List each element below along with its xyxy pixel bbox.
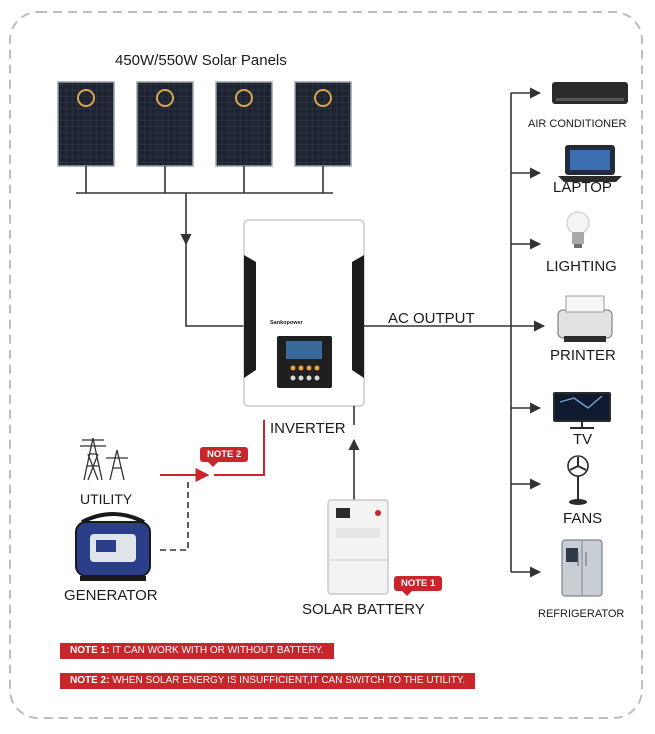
ac-output-wiring bbox=[364, 87, 546, 578]
note-1-text: IT CAN WORK WITH OR WITHOUT BATTERY. bbox=[109, 645, 324, 656]
note-2-text: WHEN SOLAR ENERGY IS INSUFFICIENT,IT CAN… bbox=[109, 675, 466, 686]
note-2-prefix: NOTE 2: bbox=[70, 675, 110, 686]
utility-label: UTILITY bbox=[80, 491, 133, 507]
light-bulb-icon bbox=[566, 211, 590, 248]
solar-panel-3 bbox=[215, 81, 273, 167]
ac-output-label: AC OUTPUT bbox=[388, 310, 475, 327]
note-2-tag: NOTE 2 bbox=[200, 447, 249, 467]
printer-icon bbox=[557, 295, 613, 342]
fan-icon bbox=[567, 455, 589, 505]
note-2-bar: NOTE 2: WHEN SOLAR ENERGY IS INSUFFICIEN… bbox=[60, 673, 476, 689]
note-1-tag: NOTE 1 bbox=[394, 576, 443, 596]
solar-panels-title: 450W/550W Solar Panels bbox=[115, 52, 287, 69]
solar-panel-4 bbox=[294, 81, 352, 167]
generator-label: GENERATOR bbox=[64, 587, 158, 604]
tv-icon bbox=[553, 392, 611, 429]
refrigerator-icon bbox=[561, 539, 603, 597]
generator-icon bbox=[75, 512, 151, 581]
load-label-refrigerator: REFRIGERATOR bbox=[538, 608, 625, 620]
inverter-unit bbox=[243, 219, 365, 407]
inverter-brand: Sankopower bbox=[270, 320, 303, 326]
air-conditioner-icon bbox=[552, 82, 628, 104]
load-label-lighting: LIGHTING bbox=[546, 258, 617, 275]
outer-frame bbox=[9, 11, 643, 719]
solar-battery-label: SOLAR BATTERY bbox=[302, 601, 425, 618]
solar-battery-icon bbox=[327, 499, 389, 595]
laptop-icon bbox=[558, 145, 622, 182]
load-label-air-conditioner: AIR CONDITIONER bbox=[528, 118, 627, 130]
utility-tower-icon bbox=[80, 437, 128, 481]
note-1-prefix: NOTE 1: bbox=[70, 645, 110, 656]
load-label-laptop: LAPTOP bbox=[553, 179, 612, 196]
load-label-fans: FANS bbox=[563, 510, 603, 527]
solar-panel-1 bbox=[57, 81, 115, 167]
generator-wiring bbox=[160, 480, 189, 551]
panel-wiring bbox=[76, 166, 333, 327]
inverter-label: INVERTER bbox=[270, 420, 346, 437]
load-label-tv: TV bbox=[573, 431, 593, 448]
solar-panel-2 bbox=[136, 81, 194, 167]
load-label-printer: PRINTER bbox=[550, 347, 616, 364]
note-1-bar: NOTE 1: IT CAN WORK WITH OR WITHOUT BATT… bbox=[60, 643, 334, 659]
